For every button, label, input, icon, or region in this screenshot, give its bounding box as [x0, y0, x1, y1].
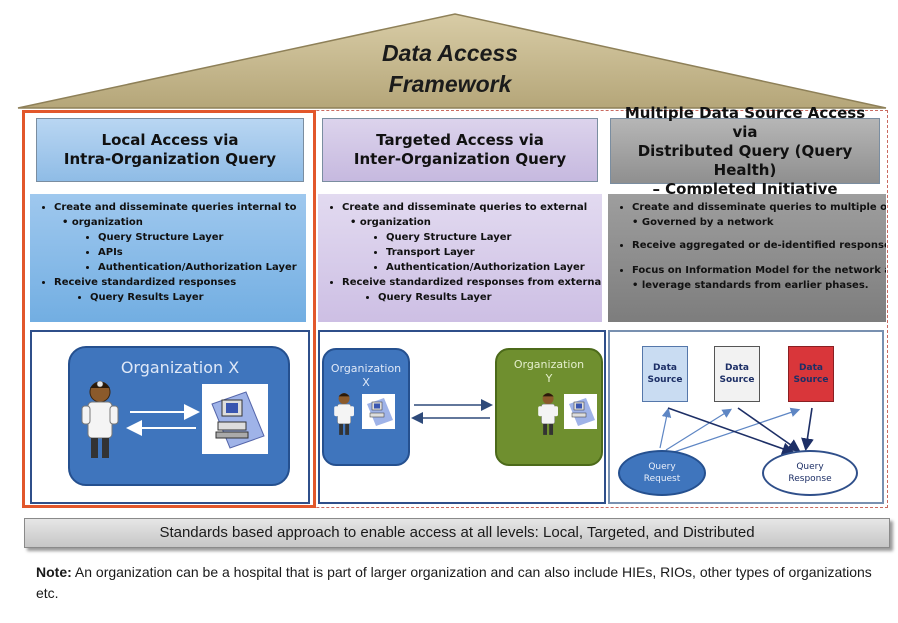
bullet-text: Governed by a network — [641, 217, 774, 228]
distributed-access-header: Multiple Data Source Access via Distribu… — [610, 104, 880, 198]
data-source-1: Data Source — [642, 346, 688, 402]
distributed-header-line-3: – Completed Initiative — [652, 179, 838, 198]
framework-title: Data Access Framework — [330, 38, 570, 100]
standards-bar: Standards based approach to enable acces… — [24, 518, 890, 548]
query-response-node: Query Response — [762, 450, 858, 496]
data-source-3: Data Source — [788, 346, 834, 402]
local-access-header: Local Access via Intra-Organization Quer… — [36, 118, 304, 182]
note-body: An organization can be a hospital that i… — [36, 564, 872, 601]
local-header-line-1: Local Access via — [101, 131, 239, 149]
query-response-line-1: Query — [796, 462, 824, 472]
data-source-label-line-1: Data — [799, 363, 823, 373]
doctor-icon — [81, 380, 119, 458]
query-response-line-2: Response — [788, 474, 832, 484]
targeted-header-line-2: Inter-Organization Query — [353, 150, 567, 168]
data-source-2: Data Source — [714, 346, 760, 402]
bullet: Create and disseminate queries internal … — [54, 200, 302, 215]
sub-bullet: Query Results Layer — [90, 290, 302, 305]
bullet: Create and disseminate queries to extern… — [342, 200, 598, 215]
query-request-line-1: Query — [648, 462, 676, 472]
sub-bullet: Query Results Layer — [378, 290, 598, 305]
local-header-line-2: Intra-Organization Query — [63, 150, 277, 168]
sub-bullet: Query Structure Layer — [98, 230, 302, 245]
title-line-1: Data Access — [382, 40, 518, 66]
organization-x-label: Organization X — [120, 358, 240, 377]
bullet-continuation: • leverage standards from earlier phases… — [632, 280, 869, 291]
bullet-text: organization — [71, 217, 143, 228]
targeted-access-header: Targeted Access via Inter-Organization Q… — [322, 118, 598, 182]
bullet: Receive aggregated or de-identified resp… — [632, 238, 886, 253]
bullet: Receive standardized responses from exte… — [342, 275, 602, 290]
sub-bullet: APIs — [98, 245, 302, 260]
data-source-label-line-1: Data — [725, 363, 749, 373]
query-request-line-2: Request — [643, 474, 681, 484]
bullet: Focus on Information Model for the netwo… — [632, 263, 886, 278]
distributed-arrows — [659, 407, 814, 455]
bullet-continuation: • organization Query Structure Layer Tra… — [342, 215, 598, 275]
computer-icon — [564, 394, 597, 429]
bullet-continuation: • Governed by a network — [632, 217, 774, 228]
note-text: Note: An organization can be a hospital … — [36, 562, 876, 604]
roof-shape — [17, 13, 887, 109]
bullet-text: organization — [359, 217, 431, 228]
bullet-continuation: • organization Query Structure Layer API… — [54, 215, 302, 275]
distributed-header-line-1: Multiple Data Source Access via — [624, 103, 866, 141]
sub-bullet: Transport Layer — [386, 245, 598, 260]
org-y-label-line-1: Organization — [513, 358, 585, 371]
doctor-icon — [334, 393, 354, 435]
organization-x-small-label: Organization X — [322, 362, 410, 390]
data-source-label-line-2: Source — [719, 375, 755, 385]
org-x-label-line-1: Organization — [330, 362, 402, 375]
targeted-description: Create and disseminate queries to extern… — [318, 194, 602, 322]
data-source-label-line-1: Data — [653, 363, 677, 373]
bullet: Create and disseminate queries to multip… — [632, 200, 886, 215]
targeted-header-line-1: Targeted Access via — [376, 131, 544, 149]
org-y-label-line-2: Y — [545, 372, 553, 385]
bullet: Receive standardized responses — [54, 275, 302, 290]
computer-icon — [362, 394, 395, 429]
sub-bullet: Query Structure Layer — [386, 230, 598, 245]
data-source-label-line-2: Source — [647, 375, 683, 385]
query-request-node: Query Request — [618, 450, 706, 496]
bullet-group: Query Results Layer — [54, 290, 302, 305]
distributed-description: Create and disseminate queries to multip… — [608, 194, 886, 322]
note-label: Note: — [36, 564, 72, 580]
doctor-icon — [538, 393, 558, 435]
sub-bullet: Authentication/Authorization Layer — [386, 260, 598, 275]
local-description: Create and disseminate queries internal … — [30, 194, 306, 322]
computer-icon — [202, 384, 268, 454]
organization-y-label: Organization Y — [495, 358, 603, 386]
bullet-group: Query Results Layer — [342, 290, 598, 305]
bullet-text: leverage standards from earlier phases. — [641, 280, 869, 291]
distributed-header-line-2: Distributed Query (Query Health) — [637, 141, 853, 179]
data-source-label-line-2: Source — [793, 375, 829, 385]
org-x-label-line-2: X — [362, 376, 370, 389]
title-line-2: Framework — [388, 71, 512, 97]
local-access-highlight — [22, 110, 316, 508]
sub-bullet: Authentication/Authorization Layer — [98, 260, 302, 275]
